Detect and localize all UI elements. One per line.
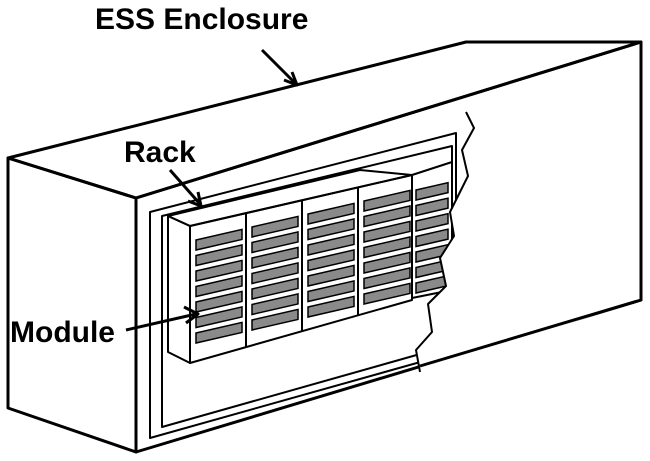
- battery-module: [195, 321, 243, 344]
- rack-row-front: [189, 174, 413, 364]
- battery-module: [251, 292, 299, 316]
- battery-module: [415, 212, 449, 232]
- battery-module: [195, 290, 243, 313]
- battery-module: [307, 217, 355, 241]
- battery-module: [363, 266, 411, 290]
- battery-module: [307, 295, 355, 318]
- rack-callout-arrow: [168, 169, 203, 208]
- module-slots: [195, 189, 411, 344]
- cutaway-edge: [415, 111, 475, 373]
- battery-module: [307, 279, 355, 303]
- battery-module: [251, 261, 299, 285]
- enclosure-right-edge: [419, 42, 643, 368]
- battery-module: [363, 282, 411, 305]
- battery-module: [363, 235, 411, 259]
- battery-module: [363, 251, 411, 274]
- battery-module: [195, 228, 243, 251]
- rack-row: [167, 169, 413, 364]
- battery-module: [415, 228, 449, 248]
- battery-module: [415, 197, 449, 217]
- battery-module: [195, 259, 243, 282]
- battery-module: [195, 243, 243, 267]
- battery-module: [415, 181, 449, 201]
- battery-module: [251, 277, 299, 300]
- battery-module: [307, 264, 355, 287]
- rack-row-side: [167, 215, 191, 364]
- battery-module: [251, 246, 299, 269]
- enclosure-side-face: [6, 156, 138, 454]
- module-callout-arrow: [125, 305, 200, 332]
- cutaway-fill: [416, 112, 641, 372]
- enclosure-callout-arrow: [260, 48, 299, 87]
- battery-module: [307, 248, 355, 272]
- battery-module: [251, 308, 299, 331]
- battery-module: [251, 230, 299, 254]
- battery-module: [363, 189, 411, 212]
- battery-module: [195, 274, 243, 298]
- module-label: Module: [10, 316, 115, 349]
- rack-label: Rack: [124, 136, 196, 169]
- battery-module: [307, 202, 355, 225]
- battery-module: [195, 305, 243, 329]
- enclosure-label: ESS Enclosure: [95, 3, 308, 36]
- battery-module: [251, 215, 299, 238]
- battery-module: [363, 220, 411, 243]
- battery-module: [363, 204, 411, 228]
- battery-module: [307, 233, 355, 256]
